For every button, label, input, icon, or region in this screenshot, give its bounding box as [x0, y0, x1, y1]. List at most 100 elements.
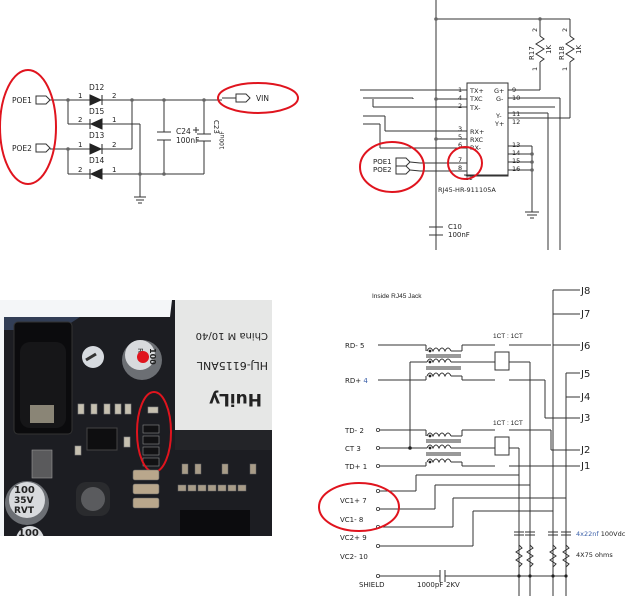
pin-label: 2: [78, 116, 82, 124]
poe1-label: POE1: [12, 96, 32, 105]
pin-label: TXC: [469, 95, 483, 103]
pin-rd-minus: RD- 5: [345, 342, 364, 350]
pin-label: 1: [78, 141, 82, 149]
pin-vc1-minus: VC1- 8: [340, 516, 363, 524]
jack-text-china: China M 10/40: [196, 330, 268, 341]
c24-name: C24: [176, 127, 191, 136]
d14-label: D14: [89, 156, 105, 165]
rj45-chip-body: [466, 82, 509, 177]
r18-pin-bottom: 1: [561, 67, 569, 71]
electrolytic-cap-bottom: 100 35V RVT: [5, 481, 49, 525]
pin-label: RXC: [470, 136, 483, 144]
pin-num: 16: [512, 165, 520, 173]
electrolytic-cap-bottom-2: 100: [16, 526, 44, 536]
pin-td-minus: TD- 2: [344, 427, 364, 435]
pcb-photo: 100 RVT China M 10/40 HLJ-6115ANL HuiLy: [0, 300, 272, 536]
highlight-pins-7-8: [447, 146, 483, 180]
vin-port-symbol: [235, 93, 251, 103]
c10-value: 100nF: [448, 231, 470, 239]
r18-value: 1K: [575, 45, 583, 54]
highlight-poe-ports: [359, 141, 425, 193]
poe2-port-symbol: [35, 143, 51, 153]
j1-label: J1: [580, 461, 590, 472]
caps-note: 4x22nf 100Vdc: [576, 530, 626, 538]
pin-label: TX-: [469, 104, 481, 112]
j3-label: J3: [580, 413, 590, 424]
jack-text-brand: HuiLy: [209, 389, 262, 409]
j2-label: J2: [580, 445, 590, 456]
ic-chip: [86, 427, 118, 451]
r18-pin-top: 2: [561, 28, 569, 32]
pin-vc2-minus: VC2- 10: [340, 553, 368, 561]
j7-label: J7: [580, 309, 590, 320]
pin-td-plus: TD+ 1: [344, 463, 367, 471]
highlight-vin: [217, 82, 299, 114]
pin-label: 2: [112, 141, 116, 149]
rj45-internal-schematic: Inside RJ45 Jack: [318, 286, 626, 596]
diode-d13: [89, 143, 103, 155]
pin-num: 13: [512, 141, 520, 149]
svg-text:100: 100: [14, 485, 35, 496]
d15-label: D15: [89, 107, 105, 116]
pin-label: RX+: [470, 128, 484, 136]
poe1-label: POE1: [373, 158, 392, 166]
ratio-label: 1CT : 1CT: [493, 333, 523, 340]
pin-num: 7: [458, 156, 462, 164]
pin-label: G+: [494, 87, 504, 95]
pin-num: 10: [512, 94, 520, 102]
pin-num: 11: [512, 110, 520, 118]
r17-pin-top: 2: [531, 28, 539, 32]
poe2-label: POE2: [12, 144, 32, 153]
diode-d15: [89, 118, 103, 130]
poe2-port-symbol: [395, 165, 411, 175]
j4-label: J4: [580, 392, 590, 403]
pin-num: 8: [458, 164, 462, 172]
pin-label: Y-: [495, 112, 502, 120]
pin-label: G-: [496, 95, 504, 103]
poe-diode-bridge-schematic: POE1 POE2 VIN D12 D15 D13 D14 1 2 2 1 1 …: [0, 69, 299, 204]
c24-value: 100nF: [176, 136, 199, 145]
pin-vc1-plus: VC1+ 7: [340, 497, 367, 505]
c23-name: C23: [212, 120, 220, 134]
shield-voltage: 2KV: [446, 581, 460, 589]
svg-text:100: 100: [18, 528, 39, 536]
d13-label: D13: [89, 131, 105, 140]
j6-label: J6: [580, 341, 590, 352]
pin-label: TX+: [469, 87, 484, 95]
pin-num: 1: [458, 86, 462, 94]
svg-text:100: 100: [148, 348, 157, 365]
j5-label: J5: [580, 369, 590, 380]
pin-num: 12: [512, 118, 520, 126]
diode-d12: [89, 94, 103, 106]
pin-label: 1: [112, 166, 116, 174]
vin-label: VIN: [256, 94, 269, 103]
red-marker-dot: [137, 351, 149, 363]
electrolytic-cap-top: 100 RVT: [122, 340, 162, 380]
poe1-port-symbol: [35, 95, 51, 105]
highlight-vc1-pins: [318, 482, 400, 532]
c23-value: 100uF: [219, 130, 226, 149]
diagram-title: Inside RJ45 Jack: [372, 293, 422, 300]
pin-vc2-plus: VC2+ 9: [340, 534, 367, 542]
part-number: RJ45-HR-911105A: [438, 186, 496, 194]
r17-value: 1K: [545, 45, 553, 54]
poe2-label: POE2: [373, 166, 392, 174]
r17-name: R17: [528, 46, 536, 60]
j8-label: J8: [580, 286, 590, 297]
pin-label: Y+: [494, 120, 504, 128]
pin-num: 2: [458, 102, 462, 110]
ratio-label: 1CT : 1CT: [493, 420, 523, 427]
r18-name: R18: [558, 46, 566, 60]
pin-num: 14: [512, 149, 520, 157]
pin-label: 2: [78, 166, 82, 174]
r17-pin-bottom: 1: [531, 67, 539, 71]
svg-text:35V: 35V: [14, 496, 34, 506]
pin-label: RX-: [470, 144, 482, 152]
pin-rd-plus: RD+ 4: [345, 377, 368, 385]
pcb-photo-drawing: 100 RVT China M 10/40 HLJ-6115ANL HuiLy: [4, 300, 272, 536]
shield-label: SHIELD: [359, 581, 384, 589]
jack-text-model: HLJ-6115ANL: [196, 359, 268, 372]
pin-num: 9: [512, 86, 516, 94]
rj45-connector-schematic: R17 1K 2 1 R18 1K 2 1 1 TX+ 4 TXC 2 TX- …: [359, 0, 583, 250]
pin-label: 1: [112, 116, 116, 124]
